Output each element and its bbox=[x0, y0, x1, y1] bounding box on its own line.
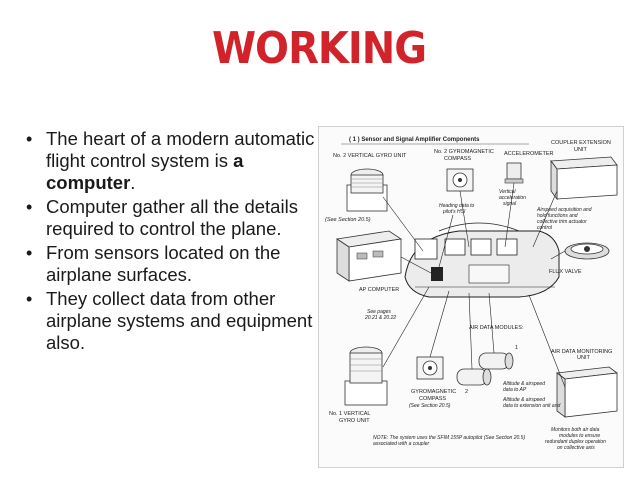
vertical-gyro-2-label: No. 2 VERTICAL GYRO UNIT bbox=[333, 153, 407, 159]
vertical-accel-label-1: Vertical bbox=[499, 189, 516, 195]
bullet-text: Computer gather all the details required… bbox=[46, 196, 298, 239]
altitude-1-label-1: Altitude & airspeed bbox=[502, 381, 545, 387]
air-data-module-2 bbox=[456, 368, 492, 386]
bullet-dot: • bbox=[26, 289, 33, 309]
gyromagnetic-1-label-1: GYROMAGNETIC bbox=[411, 389, 456, 395]
bullet-dot: • bbox=[26, 243, 33, 263]
coupler-extension-unit bbox=[550, 156, 618, 201]
bullet-text: From sensors located on the airplane sur… bbox=[46, 242, 281, 285]
vertical-gyro-1-unit bbox=[344, 346, 388, 406]
note-line-1: NOTE: The system uses the SFIM 155P auto… bbox=[373, 435, 525, 441]
airspeed-acq-label-1: Airspeed acquisition and bbox=[536, 207, 592, 213]
flight-control-diagram: ( 1 ) Sensor and Signal Amplifier Compon… bbox=[318, 126, 624, 468]
bullet-bold-text: a computer bbox=[46, 150, 244, 193]
air-data-module-1 bbox=[478, 352, 514, 370]
see-section-top-label: (See Section 20.5) bbox=[325, 217, 371, 223]
gyromagnetic-compass-1 bbox=[416, 356, 444, 380]
accelerometer-unit bbox=[504, 162, 524, 184]
helicopter-illustration bbox=[404, 222, 560, 298]
bullet-item: • The heart of a modern automatic flight … bbox=[26, 128, 316, 194]
gyromagnetic-2-label-2: COMPASS bbox=[444, 156, 471, 162]
module-number-2: 2 bbox=[465, 389, 468, 395]
flux-valve-unit bbox=[564, 242, 610, 260]
heading-label-2: pilot's HSI bbox=[442, 209, 466, 215]
coupler-label-1: COUPLER EXTENSION bbox=[551, 140, 611, 146]
monitors-label-3: redundant duplex operation bbox=[545, 439, 606, 445]
vertical-gyro-1-label-1: No. 1 VERTICAL bbox=[329, 411, 370, 417]
air-data-monitor-label-1: AIR DATA MONITORING bbox=[551, 349, 612, 355]
ap-computer-label: AP COMPUTER bbox=[359, 287, 399, 293]
accelerometer-label: ACCELEROMETER bbox=[504, 151, 554, 157]
vertical-gyro-2-unit bbox=[346, 168, 388, 212]
monitors-label-4: on collective axis bbox=[557, 445, 595, 451]
airspeed-acq-label-4: control bbox=[537, 225, 553, 231]
air-data-monitor-label-2: UNIT bbox=[577, 355, 590, 361]
flux-valve-label: FLUX VALVE bbox=[549, 269, 582, 275]
bullet-item: • Computer gather all the details require… bbox=[26, 196, 316, 240]
gyromagnetic-compass-2 bbox=[446, 168, 474, 192]
air-data-modules-label: AIR DATA MODULES: bbox=[469, 325, 524, 331]
monitors-label-2: modules to ensure bbox=[559, 433, 600, 439]
coupler-label-2: UNIT bbox=[574, 147, 587, 153]
altitude-2-label-1: Altitude & airspeed bbox=[502, 397, 545, 403]
diagram-header: ( 1 ) Sensor and Signal Amplifier Compon… bbox=[349, 137, 480, 143]
gyromagnetic-1-label-2: COMPASS bbox=[419, 396, 446, 402]
diagram-svg: ( 1 ) Sensor and Signal Amplifier Compon… bbox=[325, 137, 619, 451]
bullet-text: They collect data from other airplane sy… bbox=[46, 288, 313, 353]
airspeed-acq-label-3: collective trim actuator bbox=[537, 219, 587, 225]
slide-title: WORKING bbox=[211, 24, 427, 74]
altitude-2-label-2: data to extension unit and bbox=[503, 403, 560, 409]
leader-lines bbox=[382, 182, 566, 388]
note-line-2: associated with a coupler bbox=[373, 441, 429, 447]
bullet-text: The heart of a modern automatic flight c… bbox=[46, 128, 315, 171]
see-pages-label-2: 20.21 & 20.22 bbox=[364, 315, 396, 321]
heading-label-1: Heading data to bbox=[439, 203, 475, 209]
gyromagnetic-1-label-3: (See Section 20.5) bbox=[409, 403, 451, 409]
air-data-monitoring-unit bbox=[555, 366, 619, 418]
airspeed-acq-label-2: hold functions and bbox=[537, 213, 578, 219]
bullet-item: • They collect data from other airplane s… bbox=[26, 288, 316, 354]
monitors-label-1: Monitors both air data bbox=[551, 427, 600, 433]
bullet-item: • From sensors located on the airplane su… bbox=[26, 242, 316, 286]
vertical-accel-label-3: signal bbox=[503, 201, 517, 207]
bullet-dot: • bbox=[26, 129, 33, 149]
bullet-text-end: . bbox=[130, 172, 136, 193]
module-number-1: 1 bbox=[515, 345, 518, 351]
bullet-dot: • bbox=[26, 197, 33, 217]
bullet-list: • The heart of a modern automatic flight … bbox=[26, 128, 316, 356]
ap-computer-unit bbox=[335, 230, 403, 282]
gyromagnetic-2-label-1: No. 2 GYROMAGNETIC bbox=[434, 149, 494, 155]
altitude-1-label-2: data to AP bbox=[503, 387, 527, 393]
see-pages-label-1: See pages bbox=[367, 309, 391, 315]
vertical-accel-label-2: acceleration bbox=[499, 195, 526, 201]
vertical-gyro-1-label-2: GYRO UNIT bbox=[339, 418, 370, 424]
